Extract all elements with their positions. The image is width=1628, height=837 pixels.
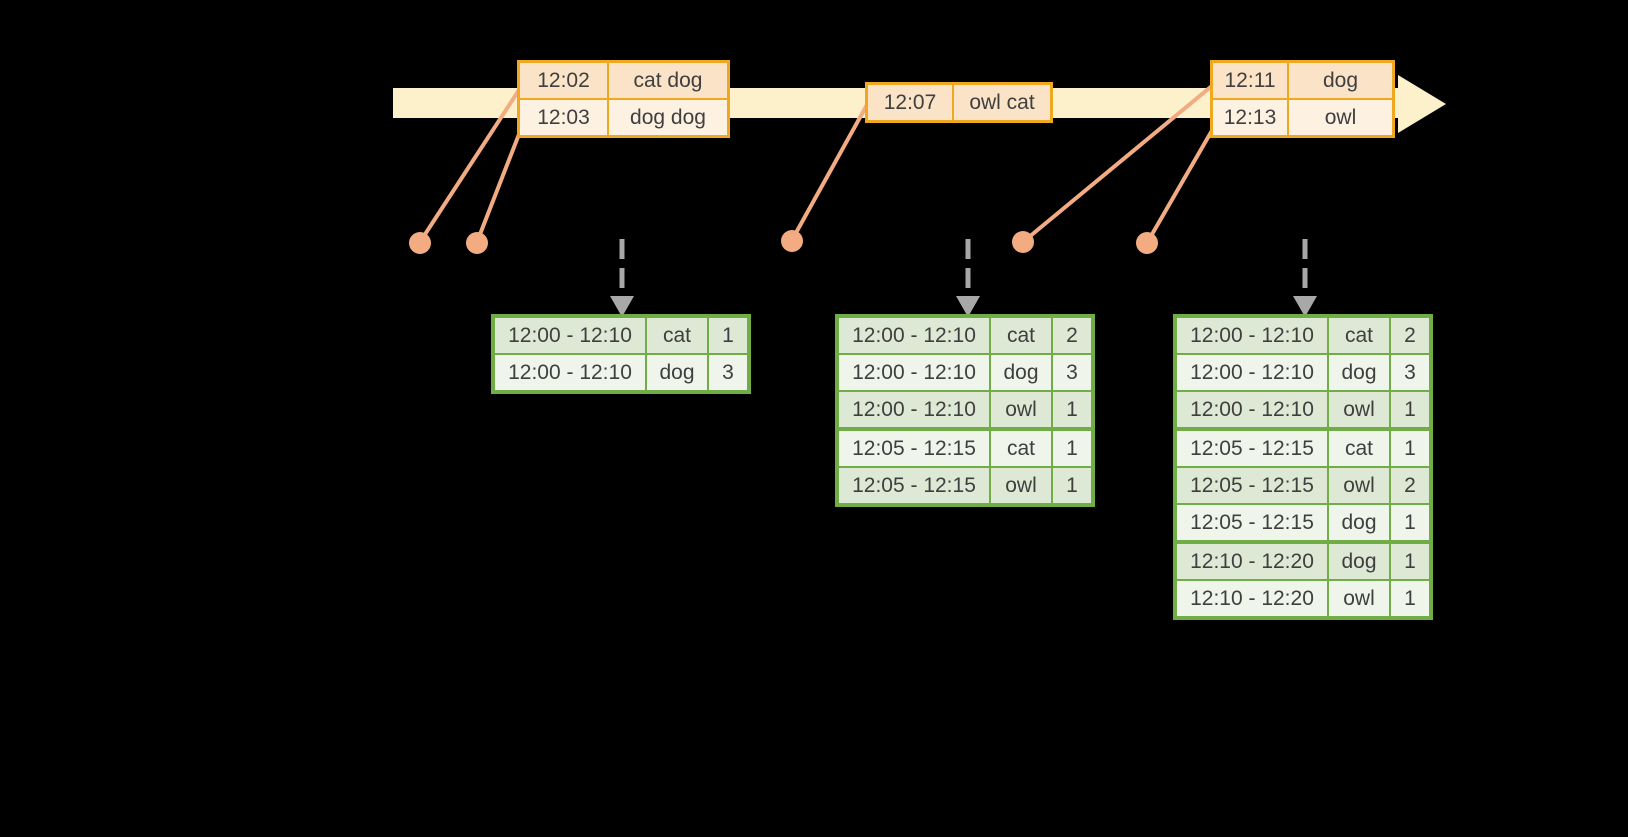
result-count-cell: 3 <box>709 355 747 390</box>
trigger-arrowhead-icon <box>956 296 980 317</box>
result-window-cell: 12:00 - 12:10 <box>495 318 645 353</box>
result-window-cell: 12:05 - 12:15 <box>1177 505 1327 540</box>
result-window-cell: 12:05 - 12:15 <box>839 431 989 466</box>
result-word-cell: cat <box>991 318 1051 353</box>
result-row: 12:00 - 12:10 dog 3 <box>495 355 747 390</box>
event-words-cell: owl cat <box>954 85 1050 120</box>
result-row: 12:05 - 12:15 owl 1 <box>839 468 1091 503</box>
result-row: 12:00 - 12:10 owl 1 <box>1177 392 1429 427</box>
result-window-cell: 12:10 - 12:20 <box>1177 581 1327 616</box>
result-count-cell: 3 <box>1391 355 1429 390</box>
result-window-cell: 12:10 - 12:20 <box>1177 544 1327 579</box>
connector-line <box>1145 125 1216 245</box>
result-word-cell: dog <box>991 355 1051 390</box>
result-word-cell: cat <box>1329 431 1389 466</box>
result-window-cell: 12:00 - 12:10 <box>839 392 989 427</box>
result-count-cell: 2 <box>1053 318 1091 353</box>
result-count-cell: 1 <box>1053 468 1091 503</box>
result-row: 12:00 - 12:10 dog 3 <box>839 355 1091 390</box>
event-table-3: 12:11 dog 12:13 owl <box>1210 60 1395 138</box>
result-count-cell: 2 <box>1391 468 1429 503</box>
result-row: 12:05 - 12:15 cat 1 <box>839 431 1091 466</box>
connector-line <box>475 122 525 244</box>
result-count-cell: 1 <box>709 318 747 353</box>
result-word-cell: dog <box>647 355 707 390</box>
connector-line <box>1021 83 1215 244</box>
result-row: 12:10 - 12:20 owl 1 <box>1177 581 1429 616</box>
result-window-cell: 12:00 - 12:10 <box>495 355 645 390</box>
result-row: 12:00 - 12:10 cat 2 <box>839 318 1091 353</box>
event-dot-icon <box>1136 232 1158 254</box>
result-count-cell: 1 <box>1053 431 1091 466</box>
event-connector-lines <box>418 83 1216 245</box>
event-table-2: 12:07 owl cat <box>865 82 1053 123</box>
trigger-arrowhead-icon <box>610 296 634 317</box>
result-count-cell: 1 <box>1053 392 1091 427</box>
result-row: 12:00 - 12:10 cat 2 <box>1177 318 1429 353</box>
result-word-cell: cat <box>1329 318 1389 353</box>
result-row: 12:05 - 12:15 owl 2 <box>1177 468 1429 503</box>
event-row: 12:07 owl cat <box>868 85 1050 120</box>
result-word-cell: owl <box>991 392 1051 427</box>
result-table-2: 12:00 - 12:10 cat 2 12:00 - 12:10 dog 3 … <box>835 314 1095 507</box>
result-word-cell: cat <box>991 431 1051 466</box>
result-row: 12:05 - 12:15 dog 1 <box>1177 505 1429 540</box>
result-window-cell: 12:00 - 12:10 <box>839 355 989 390</box>
event-dot-icon <box>1012 231 1034 253</box>
result-count-cell: 1 <box>1391 392 1429 427</box>
event-row: 12:11 dog <box>1213 63 1392 98</box>
event-dot-icon <box>781 230 803 252</box>
result-word-cell: cat <box>647 318 707 353</box>
result-count-cell: 3 <box>1053 355 1091 390</box>
trigger-arrows <box>610 239 1317 317</box>
result-word-cell: dog <box>1329 544 1389 579</box>
event-words-cell: dog <box>1289 63 1392 98</box>
result-table-1: 12:00 - 12:10 cat 1 12:00 - 12:10 dog 3 <box>491 314 751 394</box>
result-window-cell: 12:00 - 12:10 <box>1177 318 1327 353</box>
result-count-cell: 1 <box>1391 581 1429 616</box>
result-row: 12:05 - 12:15 cat 1 <box>1177 431 1429 466</box>
timeline-arrowhead-icon <box>1398 75 1446 133</box>
result-row: 12:10 - 12:20 dog 1 <box>1177 544 1429 579</box>
result-window-cell: 12:05 - 12:15 <box>839 468 989 503</box>
event-row: 12:03 dog dog <box>520 100 727 135</box>
event-time-cell: 12:07 <box>868 85 952 120</box>
result-word-cell: dog <box>1329 355 1389 390</box>
connector-line <box>418 88 521 244</box>
result-word-cell: owl <box>1329 392 1389 427</box>
result-window-cell: 12:00 - 12:10 <box>1177 392 1327 427</box>
result-word-cell: owl <box>991 468 1051 503</box>
result-window-cell: 12:05 - 12:15 <box>1177 431 1327 466</box>
event-dot-icon <box>409 232 431 254</box>
event-row: 12:02 cat dog <box>520 63 727 98</box>
result-row: 12:00 - 12:10 cat 1 <box>495 318 747 353</box>
result-count-cell: 1 <box>1391 544 1429 579</box>
result-row: 12:00 - 12:10 dog 3 <box>1177 355 1429 390</box>
result-count-cell: 1 <box>1391 431 1429 466</box>
result-window-cell: 12:05 - 12:15 <box>1177 468 1327 503</box>
event-words-cell: cat dog <box>609 63 727 98</box>
event-dot-icon <box>466 232 488 254</box>
result-window-cell: 12:00 - 12:10 <box>1177 355 1327 390</box>
event-time-cell: 12:11 <box>1213 63 1287 98</box>
trigger-arrowhead-icon <box>1293 296 1317 317</box>
result-word-cell: owl <box>1329 468 1389 503</box>
event-dots <box>409 230 1158 254</box>
event-time-cell: 12:03 <box>520 100 607 135</box>
result-count-cell: 2 <box>1391 318 1429 353</box>
connector-line <box>790 101 870 242</box>
result-count-cell: 1 <box>1391 505 1429 540</box>
result-word-cell: dog <box>1329 505 1389 540</box>
result-row: 12:00 - 12:10 owl 1 <box>839 392 1091 427</box>
event-time-cell: 12:13 <box>1213 100 1287 135</box>
event-row: 12:13 owl <box>1213 100 1392 135</box>
event-words-cell: dog dog <box>609 100 727 135</box>
result-table-3: 12:00 - 12:10 cat 2 12:00 - 12:10 dog 3 … <box>1173 314 1433 620</box>
result-window-cell: 12:00 - 12:10 <box>839 318 989 353</box>
event-table-1: 12:02 cat dog 12:03 dog dog <box>517 60 730 138</box>
event-time-cell: 12:02 <box>520 63 607 98</box>
result-word-cell: owl <box>1329 581 1389 616</box>
event-words-cell: owl <box>1289 100 1392 135</box>
